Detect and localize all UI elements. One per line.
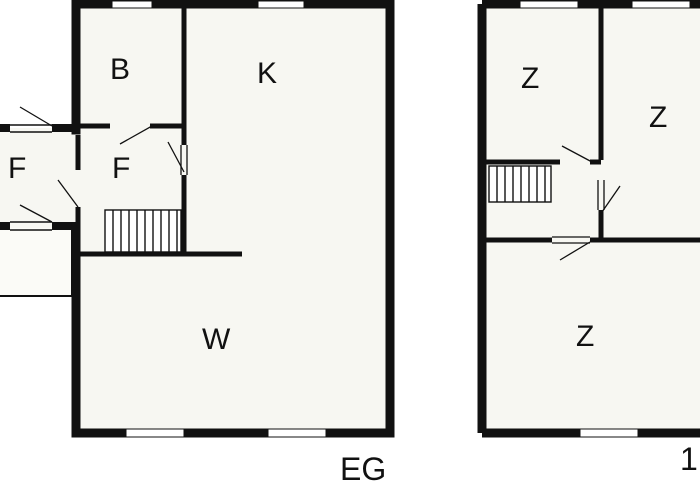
room-label-hall-outer: F bbox=[8, 152, 26, 185]
room-label-upper-2: Z bbox=[649, 101, 667, 134]
upper-floor-staircase bbox=[488, 165, 552, 203]
room-label-living: W bbox=[202, 323, 231, 356]
room-label-kitchen: K bbox=[257, 57, 277, 90]
ground-floor-staircase bbox=[104, 209, 182, 253]
entrance-annex-fill bbox=[0, 128, 78, 228]
floor-label-upper: 1 bbox=[680, 441, 698, 477]
ground-floor-plan: B K F F W EG bbox=[0, 0, 395, 487]
entrance-annex-walls bbox=[0, 124, 80, 230]
upper-floor-doors bbox=[552, 145, 621, 261]
upper-floor-plan: Z Z Z 1 bbox=[477, 0, 700, 477]
room-label-upper-3: Z bbox=[576, 320, 594, 353]
upper-floor-windows bbox=[519, 0, 691, 438]
floor-label-ground: EG bbox=[340, 451, 386, 487]
ground-floor-doors bbox=[19, 106, 188, 223]
porch-fill bbox=[0, 228, 72, 296]
ground-floor-windows bbox=[111, 0, 327, 438]
upper-floor-interior-walls bbox=[486, 8, 700, 243]
room-label-bath: B bbox=[110, 53, 130, 86]
annex-thin-walls bbox=[10, 124, 52, 231]
ground-floor-interior-walls bbox=[75, 8, 242, 257]
room-label-upper-1: Z bbox=[521, 62, 539, 95]
upper-floor-fill bbox=[482, 5, 700, 433]
room-label-hall-inner: F bbox=[112, 152, 130, 185]
